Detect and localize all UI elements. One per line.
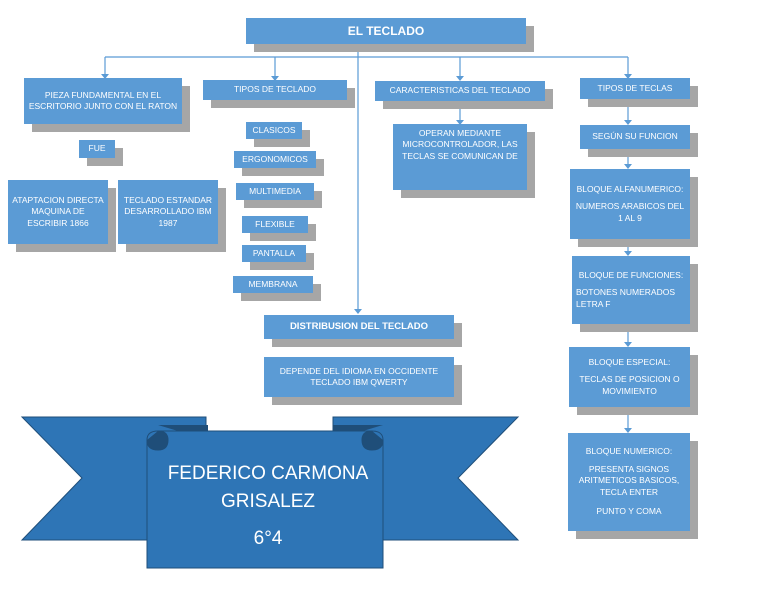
key-block-body: TECLAS DE POSICION O MOVIMIENTO (579, 374, 680, 396)
keyboard-type-label: MULTIMEDIA (249, 185, 301, 196)
keyboard-type-label: CLASICOS (252, 124, 296, 135)
author-name: FEDERICO CARMONA GRISALEZ (167, 463, 369, 512)
title-text: EL TECLADO (347, 23, 425, 38)
key-block-title: BLOQUE DE FUNCIONES: (578, 269, 684, 280)
left-top-box: PIEZA FUNDAMENTAL EN EL ESCRITORIO JUNTO… (24, 78, 182, 124)
key-block-body: BOTONES NUMERADOS LETRA F (576, 287, 676, 309)
left-b-box: TECLADO ESTANDAR DESARROLLADO IBM 1987 (118, 180, 218, 244)
key-block-body: NUMEROS ARABICOS DEL 1 AL 9 (575, 201, 685, 223)
caracteristicas-body: OPERAN MEDIANTE MICROCONTROLADOR, LAS TE… (393, 124, 527, 190)
keyboard-type-item: ERGONOMICOS (234, 151, 316, 168)
keyboard-type-item: PANTALLA (242, 245, 306, 262)
title-box: EL TECLADO (246, 18, 526, 44)
left-a-text: ATAPTACION DIRECTA MAQUINA DE ESCRIBIR 1… (12, 194, 104, 228)
distribucion-body: DEPENDE DEL IDIOMA EN OCCIDENTE TECLADO … (264, 357, 454, 397)
keyboard-type-label: FLEXIBLE (255, 218, 295, 229)
distribucion-body-text: DEPENDE DEL IDIOMA EN OCCIDENTE TECLADO … (279, 365, 439, 387)
keyboard-type-item: MEMBRANA (233, 276, 313, 293)
key-block-box: BLOQUE ESPECIAL: TECLAS DE POSICION O MO… (569, 347, 690, 407)
keyboard-type-item: FLEXIBLE (242, 216, 308, 233)
key-block-title: BLOQUE ESPECIAL: (588, 356, 671, 367)
left-a-box: ATAPTACION DIRECTA MAQUINA DE ESCRIBIR 1… (8, 180, 108, 244)
author-grade: 6°4 (253, 528, 283, 549)
keyboard-type-label: PANTALLA (252, 247, 296, 258)
fue-text: FUE (88, 143, 106, 154)
keyboard-type-item: MULTIMEDIA (236, 183, 314, 200)
key-block-title: BLOQUE NUMERICO: (585, 446, 673, 457)
segun-funcion-text: SEGÚN SU FUNCION (592, 131, 678, 142)
key-block-extra: PUNTO Y COMA (596, 506, 662, 517)
tipos-teclas-header-text: TIPOS DE TECLAS (597, 82, 673, 93)
tipos-teclado-header-text: TIPOS DE TECLADO (233, 84, 317, 95)
caracteristicas-header-text: CARACTERISTICAS DEL TECLADO (389, 85, 531, 96)
key-block-body: PRESENTA SIGNOS ARITMETICOS BASICOS, TEC… (578, 463, 680, 497)
left-top-text: PIEZA FUNDAMENTAL EN EL ESCRITORIO JUNTO… (28, 89, 178, 111)
key-block-box: BLOQUE ALFANUMERICO: NUMEROS ARABICOS DE… (570, 169, 690, 239)
fue-box: FUE (79, 140, 115, 158)
caracteristicas-header: CARACTERISTICAS DEL TECLADO (375, 81, 545, 101)
distribucion-header-text: DISTRIBUSION DEL TECLADO (289, 320, 429, 332)
left-b-text: TECLADO ESTANDAR DESARROLLADO IBM 1987 (123, 194, 213, 228)
segun-funcion-box: SEGÚN SU FUNCION (580, 125, 690, 149)
key-block-title: BLOQUE ALFANUMERICO: (576, 183, 684, 194)
tipos-teclado-header: TIPOS DE TECLADO (203, 80, 347, 100)
key-block-box: BLOQUE DE FUNCIONES: BOTONES NUMERADOS L… (572, 256, 690, 324)
keyboard-type-label: ERGONOMICOS (242, 153, 308, 164)
tipos-teclas-header: TIPOS DE TECLAS (580, 78, 690, 99)
keyboard-type-label: MEMBRANA (248, 278, 298, 289)
key-block-box: BLOQUE NUMERICO: PRESENTA SIGNOS ARITMET… (568, 433, 690, 531)
distribucion-header: DISTRIBUSION DEL TECLADO (264, 315, 454, 339)
caracteristicas-body-text: OPERAN MEDIANTE MICROCONTROLADOR, LAS TE… (402, 128, 518, 161)
keyboard-type-item: CLASICOS (246, 122, 302, 139)
